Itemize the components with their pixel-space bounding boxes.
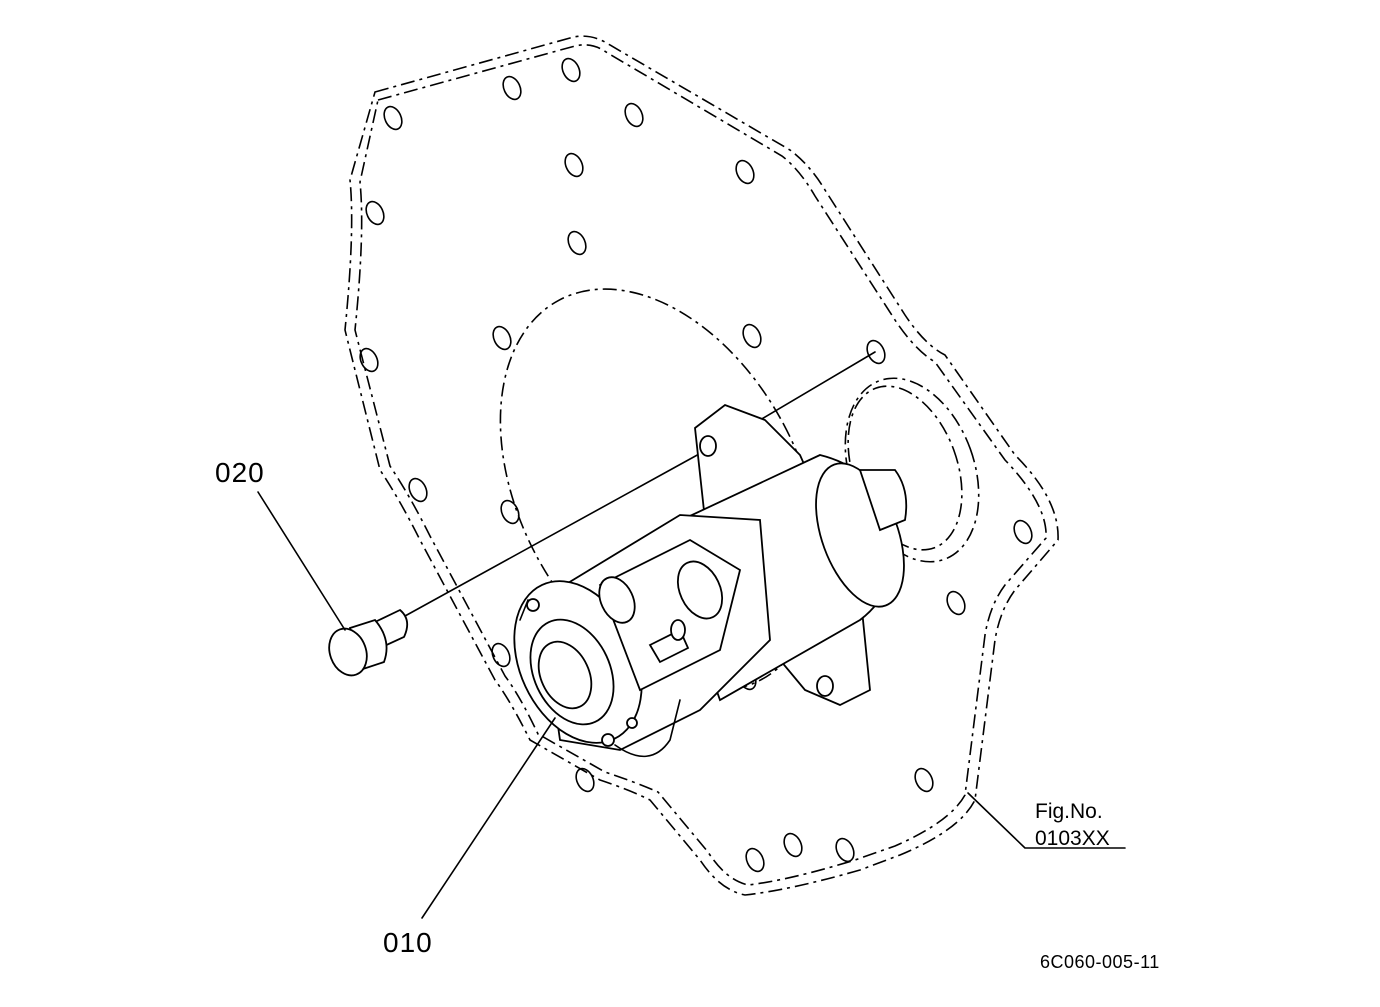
callout-020: 020 (215, 457, 265, 488)
fig-no-label: Fig.No. (1035, 800, 1103, 823)
drawing-code: 6C060-005-11 (1040, 952, 1160, 972)
leader-lines (257, 491, 1126, 919)
assembly-lines (404, 351, 876, 617)
fig-no-value: 0103XX (1035, 827, 1110, 850)
starter-motor (513, 403, 908, 758)
housing-plate (344, 35, 1059, 896)
bolt-part (328, 608, 409, 677)
bolt-holes (359, 57, 1033, 873)
callout-010: 010 (383, 927, 433, 958)
